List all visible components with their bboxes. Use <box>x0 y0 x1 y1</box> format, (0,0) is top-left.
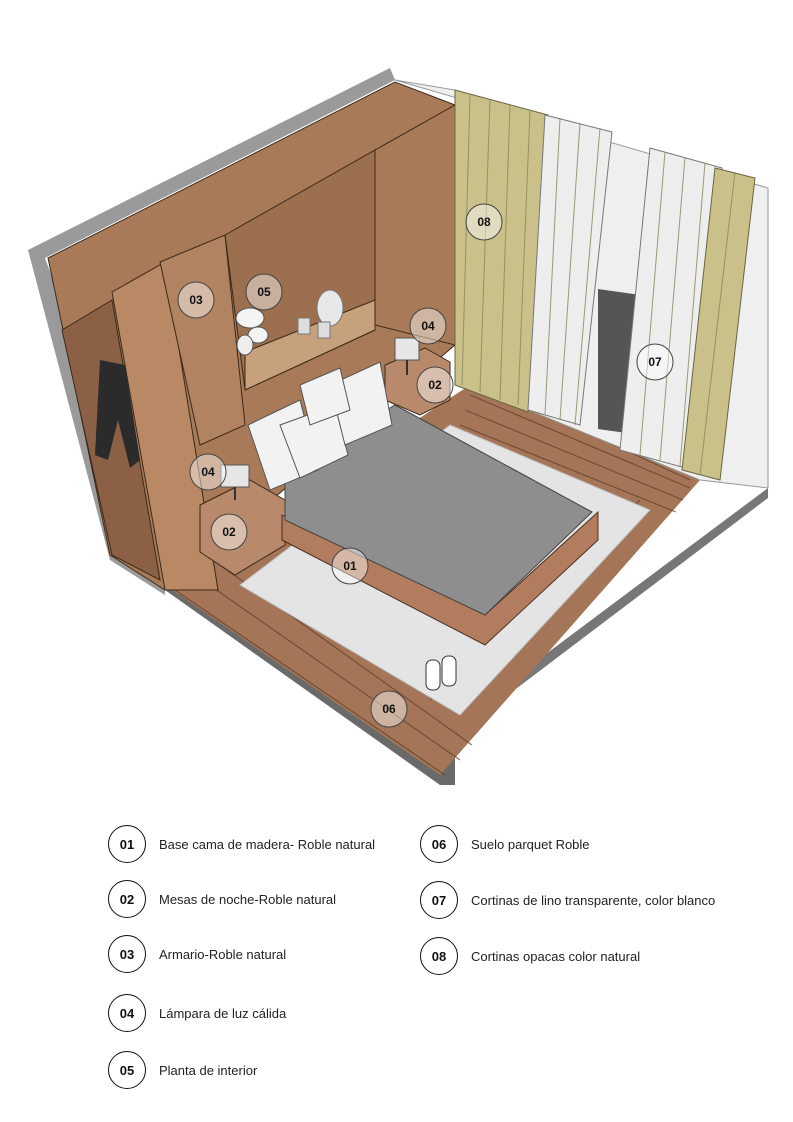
legend-number: 02 <box>108 880 146 918</box>
legend-item-07: 07 Cortinas de lino transparente, color … <box>420 880 715 920</box>
marker-label: 01 <box>343 559 357 573</box>
marker-label: 06 <box>382 702 396 716</box>
lamp-right <box>394 337 420 375</box>
marker-label: 02 <box>222 525 236 539</box>
legend-label: Planta de interior <box>159 1062 258 1078</box>
lamp-left <box>220 464 250 500</box>
legend-item-01: 01 Base cama de madera- Roble natural <box>108 824 375 864</box>
marker-03: 03 <box>177 281 215 319</box>
jar <box>317 321 331 339</box>
legend-item-08: 08 Cortinas opacas color natural <box>420 936 640 976</box>
legend-label: Mesas de noche-Roble natural <box>159 891 337 907</box>
slippers <box>425 655 457 691</box>
marker-04-right: 04 <box>409 307 447 345</box>
legend-item-04: 04 Lámpara de luz cálida <box>108 993 286 1033</box>
jar <box>297 317 311 335</box>
wardrobe-front-mid <box>159 234 246 446</box>
marker-05: 05 <box>245 273 283 311</box>
legend-label: Lámpara de luz cálida <box>159 1005 287 1021</box>
marker-label: 07 <box>648 355 662 369</box>
marker-07: 07 <box>636 343 674 381</box>
legend-number: 07 <box>420 881 458 919</box>
pillows <box>247 361 393 491</box>
marker-08: 08 <box>465 203 503 241</box>
marker-06: 06 <box>370 690 408 728</box>
marker-04-left: 04 <box>189 453 227 491</box>
legend-number: 08 <box>420 937 458 975</box>
legend-number: 03 <box>108 935 146 973</box>
legend-label: Suelo parquet Roble <box>471 836 590 852</box>
marker-label: 08 <box>477 215 491 229</box>
coat <box>95 360 140 468</box>
legend-label: Base cama de madera- Roble natural <box>159 836 376 852</box>
legend-number: 01 <box>108 825 146 863</box>
legend-number: 06 <box>420 825 458 863</box>
curtain-folds <box>461 94 736 476</box>
bedroom-isometric-diagram: 01 02 02 03 04 04 05 06 07 08 <box>28 68 769 785</box>
marker-02-left: 02 <box>210 513 248 551</box>
legend-label: Cortinas opacas color natural <box>471 948 641 964</box>
marker-label: 05 <box>257 285 271 299</box>
legend-number: 05 <box>108 1051 146 1089</box>
curtain-opaque-right <box>681 167 756 481</box>
nightstand-left <box>199 479 286 576</box>
marker-label: 02 <box>428 378 442 392</box>
legend-item-03: 03 Armario-Roble natural <box>108 934 286 974</box>
legend-label: Cortinas de lino transparente, color bla… <box>471 892 716 908</box>
legend-item-02: 02 Mesas de noche-Roble natural <box>108 879 336 919</box>
legend-label: Armario-Roble natural <box>159 946 287 962</box>
legend-item-05: 05 Planta de interior <box>108 1050 257 1090</box>
legend-item-06: 06 Suelo parquet Roble <box>420 824 590 864</box>
wardrobe-front-left <box>111 261 219 591</box>
legend-number: 04 <box>108 994 146 1032</box>
vase <box>316 289 344 327</box>
plant <box>235 307 269 356</box>
marker-01: 01 <box>331 547 369 585</box>
marker-label: 03 <box>189 293 203 307</box>
curtain-opaque-left <box>454 89 549 413</box>
bed-base <box>281 510 599 646</box>
marker-label: 04 <box>201 465 215 479</box>
marker-02-right: 02 <box>416 366 454 404</box>
marker-label: 04 <box>421 319 435 333</box>
